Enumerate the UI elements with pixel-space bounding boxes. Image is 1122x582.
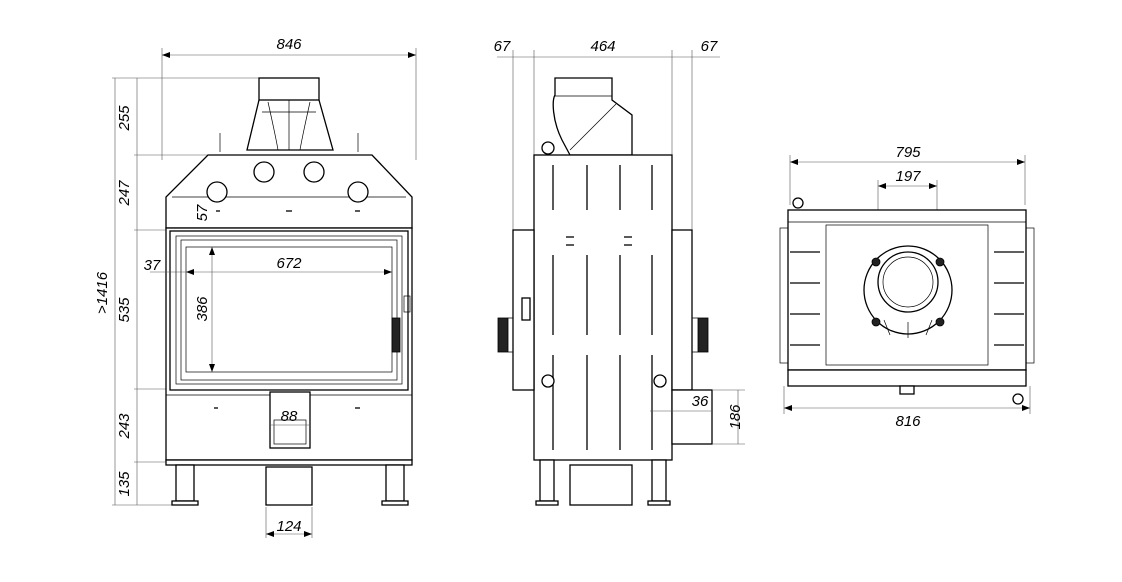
side-inlet-height-label: 186 xyxy=(727,404,744,430)
flue-diameter-label: 197 xyxy=(895,168,921,185)
leg-outlet-width-label: 124 xyxy=(276,518,301,535)
glass-height-label: 386 xyxy=(194,296,211,322)
outlet-width-label: 88 xyxy=(281,408,298,425)
side-inlet-width-label: 36 xyxy=(692,393,709,410)
height-535-label: 535 xyxy=(116,297,133,323)
top-width-label: 795 xyxy=(895,144,921,161)
total-height-label: >1416 xyxy=(94,271,111,314)
bottom-width-label: 816 xyxy=(895,413,921,430)
front-view: 846 255 247 535 243 135 >1416 xyxy=(94,36,417,538)
top-ribs xyxy=(790,251,1024,346)
height-247-label: 247 xyxy=(116,180,133,207)
side-left-projection-label: 67 xyxy=(494,38,511,55)
frame-offset-side-label: 37 xyxy=(144,257,161,274)
height-255-label: 255 xyxy=(116,105,133,132)
side-view: 67 464 67 xyxy=(494,38,745,506)
glass-width-label: 672 xyxy=(276,255,302,272)
front-width-label: 846 xyxy=(276,36,302,53)
side-right-projection-label: 67 xyxy=(701,38,718,55)
height-135-label: 135 xyxy=(116,471,133,497)
frame-offset-top-label: 57 xyxy=(194,204,211,221)
height-243-label: 243 xyxy=(116,413,133,440)
side-depth-label: 464 xyxy=(590,38,615,55)
top-view: 795 197 xyxy=(779,144,1035,430)
